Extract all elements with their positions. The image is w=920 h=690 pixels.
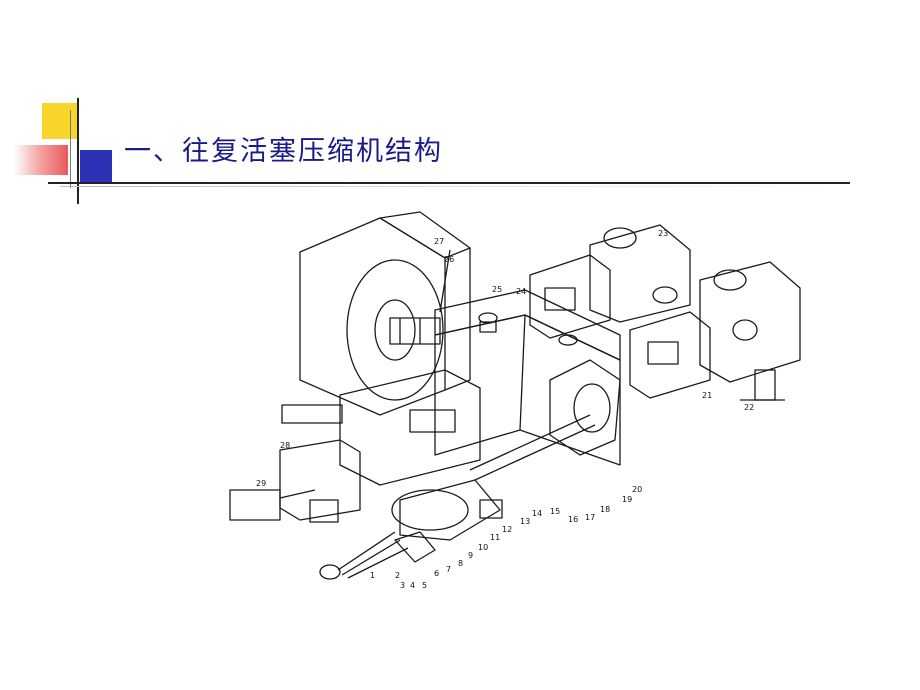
part-label: 11 [490,533,500,542]
part-label: 29 [256,479,266,488]
part-label: 3 [400,581,405,590]
turning-gear [319,531,436,580]
part-label: 13 [520,517,530,526]
part-label: 17 [585,513,595,522]
crankcase-frame [434,289,621,466]
part-label: 23 [658,229,668,238]
crank-mechanism [391,359,621,541]
part-label: 5 [422,581,427,590]
right-cylinder [629,261,801,401]
part-label: 14 [532,509,542,518]
part-label: 24 [516,287,526,296]
motor-housing [281,211,471,424]
part-label: 25 [492,285,502,294]
left-cylinder [229,369,481,523]
part-label: 22 [744,403,754,412]
part-label: 16 [568,515,578,524]
upper-cylinder [529,224,691,339]
part-label: 9 [468,551,473,560]
part-label: 18 [600,505,610,514]
horizontal-rule [48,182,850,184]
coupling [389,249,451,345]
part-label: 15 [550,507,560,516]
compressor-line-drawing: 1 2 3 4 5 6 7 8 9 10 11 12 13 14 15 16 1… [229,211,801,590]
part-label: 1 [370,571,375,580]
part-label: 21 [702,391,712,400]
part-label: 4 [410,581,415,590]
part-label: 26 [444,255,454,264]
compressor-drawing: 1 2 3 4 5 6 7 8 9 10 11 12 13 14 15 16 1… [220,210,820,600]
slide-title: 一、往复活塞压缩机结构 [124,136,443,167]
part-label: 6 [434,569,439,578]
part-label: 7 [446,565,451,574]
yellow-square-decoration [42,103,78,139]
part-label: 12 [502,525,512,534]
part-label: 27 [434,237,444,246]
red-gradient-decoration [14,145,68,175]
blue-square-decoration [80,150,112,182]
part-label-group: 1 2 3 4 5 6 7 8 9 10 11 12 13 14 15 16 1… [256,229,754,590]
part-label: 19 [622,495,632,504]
part-label: 20 [632,485,642,494]
vertical-rule-thin [70,110,71,188]
horizontal-rule-shadow [60,186,850,187]
part-label: 8 [458,559,463,568]
part-label: 2 [395,571,400,580]
vertical-rule [77,98,79,204]
part-label: 28 [280,441,290,450]
part-label: 10 [478,543,488,552]
